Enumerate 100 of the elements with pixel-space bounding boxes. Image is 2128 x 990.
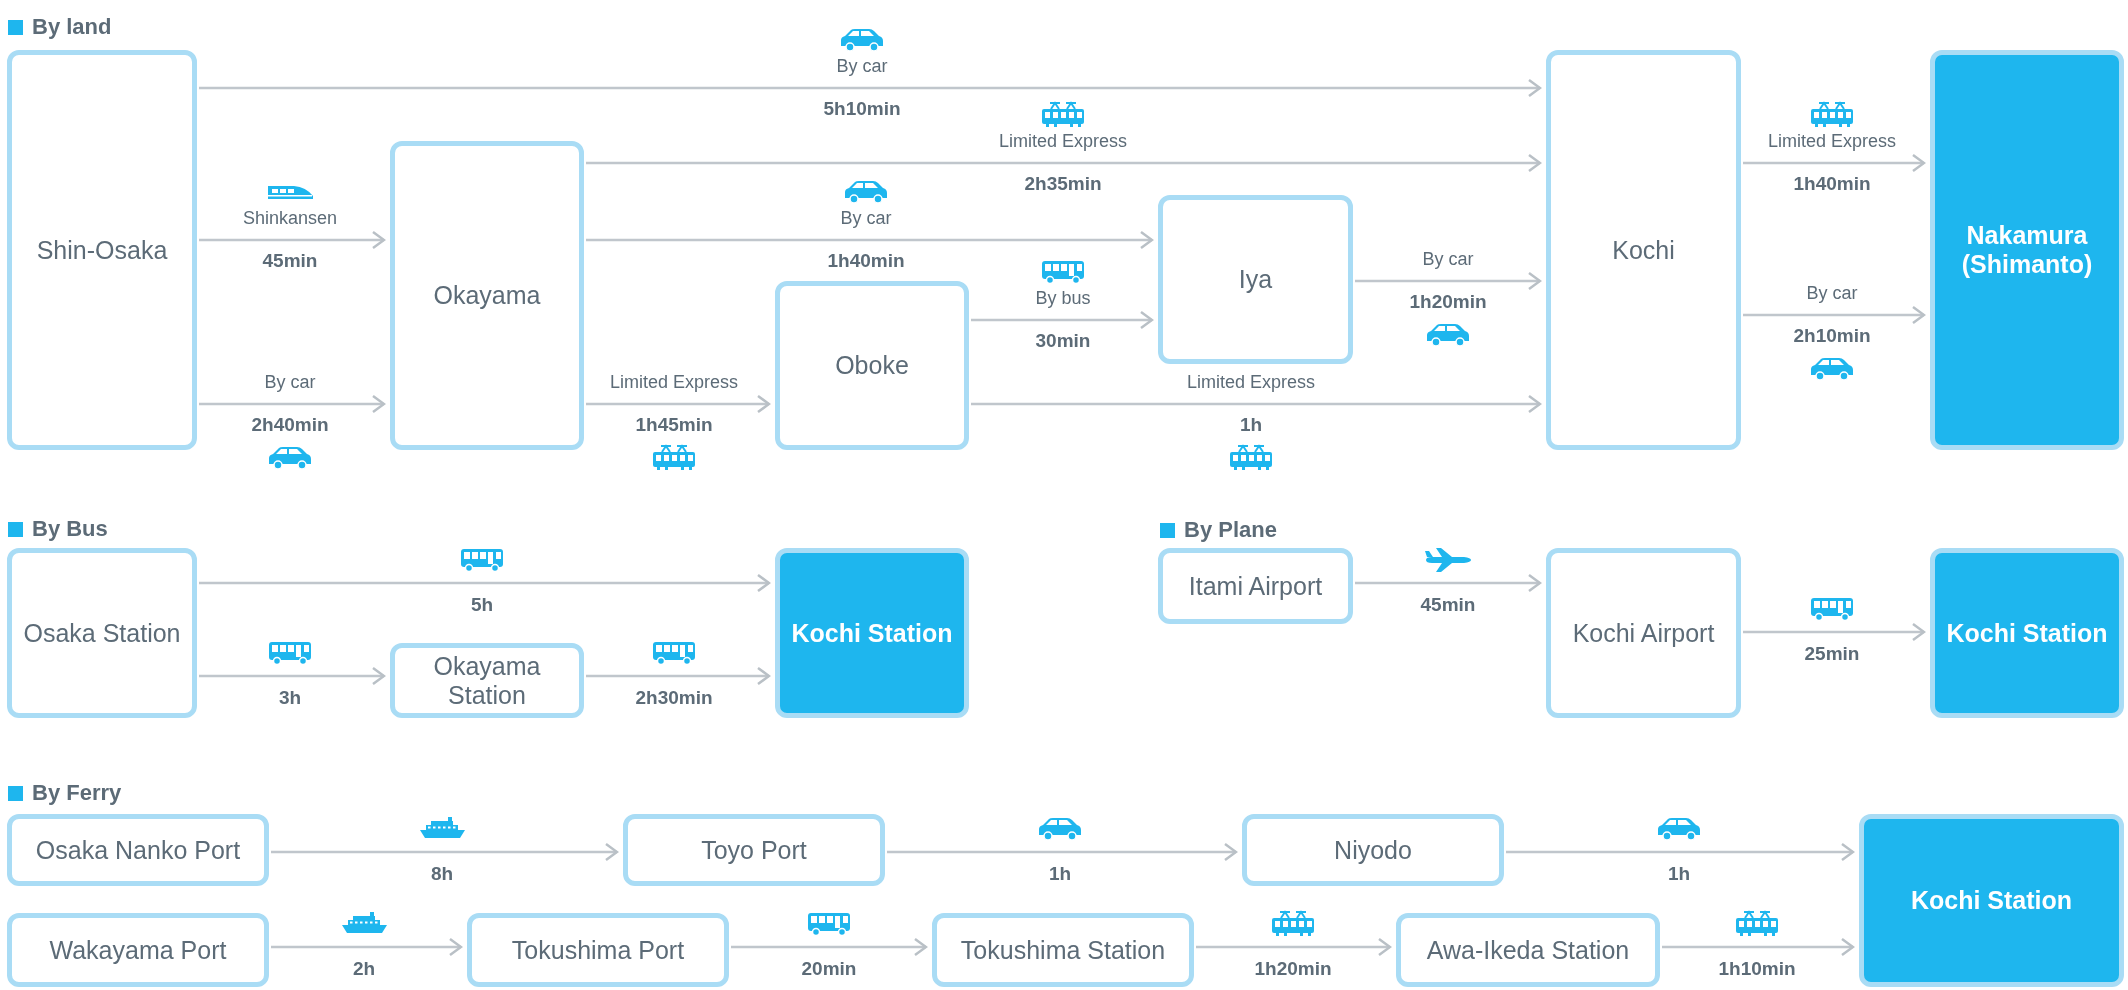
place-box xyxy=(7,814,269,886)
place-name: Kochi Airport xyxy=(1571,618,1716,648)
place-name: Osaka Nanko Port xyxy=(34,835,242,865)
travel-time: 8h xyxy=(430,863,454,885)
travel-time: 1h20min xyxy=(1254,958,1332,980)
arrow xyxy=(971,310,1154,330)
place-box xyxy=(623,814,885,886)
place-name: Kochi Station xyxy=(790,618,954,648)
place-name: Itami Airport xyxy=(1187,571,1324,601)
travel-time: 2h40min xyxy=(251,414,329,436)
transport-mode: Shinkansen xyxy=(242,207,338,229)
place-name: Kochi Station xyxy=(1945,618,2109,648)
place-box xyxy=(1396,913,1660,987)
place-name: Toyo Port xyxy=(700,835,808,865)
place-box xyxy=(7,548,197,718)
arrow xyxy=(1662,937,1855,957)
place-name: Wakayama Port xyxy=(48,935,228,965)
place-name: Kochi xyxy=(1611,235,1676,265)
destination-box xyxy=(1930,548,2124,718)
place-name: Niyodo xyxy=(1333,835,1413,865)
arrow xyxy=(1196,937,1392,957)
travel-time: 1h40min xyxy=(827,250,905,272)
travel-time: 45min xyxy=(1420,594,1476,616)
arrow xyxy=(586,153,1542,173)
transport-mode: Limited Express xyxy=(1767,130,1897,152)
arrow xyxy=(1355,573,1542,593)
place-name: Tokushima Station xyxy=(959,935,1167,965)
travel-time: 20min xyxy=(801,958,857,980)
place-name: Tokushima Port xyxy=(510,935,686,965)
destination-box xyxy=(1930,50,2124,450)
travel-time: 1h40min xyxy=(1793,173,1871,195)
place-box xyxy=(1242,814,1504,886)
place-box xyxy=(7,913,269,987)
transport-mode: Limited Express xyxy=(998,130,1128,152)
section-heading: By land xyxy=(32,14,112,40)
place-box xyxy=(1546,548,1741,718)
place-name: Awa-Ikeda Station xyxy=(1425,935,1631,965)
arrow xyxy=(887,842,1238,862)
place-box xyxy=(1158,195,1353,364)
place-name: Nakamura (Shimanto) xyxy=(1960,221,2094,279)
arrow xyxy=(586,230,1154,250)
arrow xyxy=(1355,271,1542,291)
transport-mode: Limited Express xyxy=(1186,371,1316,393)
arrow xyxy=(1743,153,1926,173)
travel-time: 2h xyxy=(352,958,376,980)
section-heading: By Ferry xyxy=(32,780,122,806)
arrow xyxy=(586,666,771,686)
place-name: Osaka Station xyxy=(22,618,182,648)
travel-time: 5h xyxy=(470,594,494,616)
place-name: Oboke xyxy=(834,351,910,380)
travel-time: 1h xyxy=(1239,414,1263,436)
arrow xyxy=(271,842,619,862)
travel-time: 2h35min xyxy=(1024,173,1102,195)
place-box xyxy=(775,281,969,450)
travel-time: 1h20min xyxy=(1409,291,1487,313)
place-name: Iya xyxy=(1237,265,1274,294)
arrow xyxy=(199,230,386,250)
place-box xyxy=(467,913,729,987)
transport-mode: By car xyxy=(264,371,316,393)
travel-time: 1h10min xyxy=(1718,958,1796,980)
travel-time: 3h xyxy=(278,687,302,709)
destination-box xyxy=(1859,814,2124,987)
destination-box xyxy=(775,548,969,718)
arrow xyxy=(1506,842,1855,862)
travel-time: 1h xyxy=(1667,863,1691,885)
arrow xyxy=(271,937,463,957)
transport-mode: Limited Express xyxy=(609,371,739,393)
place-name: Okayama xyxy=(432,281,542,310)
travel-time: 1h45min xyxy=(635,414,713,436)
travel-time: 1h xyxy=(1048,863,1072,885)
arrow xyxy=(199,78,1542,98)
place-name: Okayama Station xyxy=(432,651,542,710)
arrow xyxy=(1743,305,1926,325)
place-name: Kochi Station xyxy=(1909,886,2074,915)
place-name: Shin-Osaka xyxy=(35,235,169,265)
place-box xyxy=(390,643,584,718)
arrow xyxy=(199,573,771,593)
section-heading: By Plane xyxy=(1184,517,1277,543)
arrow xyxy=(199,394,386,414)
travel-time: 30min xyxy=(1035,330,1091,352)
travel-time: 5h10min xyxy=(823,98,901,120)
section-heading: By Bus xyxy=(32,516,108,542)
place-box xyxy=(1158,548,1353,624)
transport-mode: By car xyxy=(1806,282,1858,304)
travel-time: 25min xyxy=(1804,643,1860,665)
place-box xyxy=(7,50,197,450)
transport-mode: By bus xyxy=(1035,287,1091,309)
travel-time: 2h10min xyxy=(1793,325,1871,347)
arrow xyxy=(731,937,928,957)
arrow xyxy=(1743,622,1926,642)
travel-time: 45min xyxy=(262,250,318,272)
place-box xyxy=(1546,50,1741,450)
arrow xyxy=(199,666,386,686)
arrow xyxy=(971,394,1542,414)
transport-mode: By car xyxy=(836,55,888,77)
arrow xyxy=(586,394,771,414)
place-box xyxy=(932,913,1194,987)
place-box xyxy=(390,141,584,450)
transport-mode: By car xyxy=(1422,248,1474,270)
travel-time: 2h30min xyxy=(635,687,713,709)
